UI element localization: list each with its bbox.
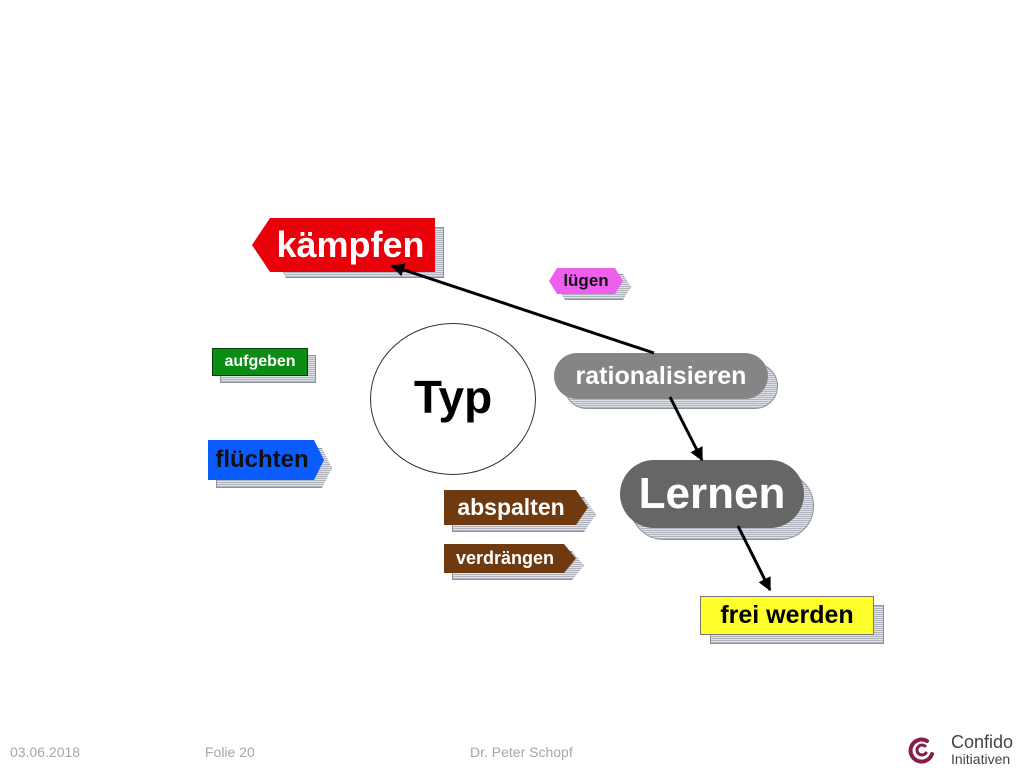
node-rationalisieren-label: rationalisieren [575,361,747,390]
node-frei-werden-box: frei werden [700,596,874,635]
confido-logo-mark [908,737,934,764]
node-lernen-label: Lernen [638,469,786,518]
node-rationalisieren-pill: rationalisieren [554,353,768,399]
node-verdraengen: verdrängen [444,544,584,580]
node-kaempfen-label: kämpfen [276,224,425,265]
node-fluechten: flüchten [208,440,332,488]
footer-author: Dr. Peter Schopf [470,744,573,760]
node-frei-werden-label: frei werden [720,601,854,629]
node-abspalten-label: abspalten [457,494,565,520]
node-aufgeben: aufgeben [212,348,316,384]
logo-text-confido: Confido [951,732,1014,752]
node-luegen-tag: lügen [549,268,623,294]
node-abspalten-tag: abspalten [444,490,588,525]
node-kaempfen-tag: kämpfen [252,218,435,272]
node-fluechten-tag: flüchten [208,440,324,480]
node-luegen: lügen [549,268,631,300]
node-aufgeben-box: aufgeben [212,348,308,376]
logo-text-initiativen: Initiativen [951,751,1011,767]
node-verdraengen-tag: verdrängen [444,544,576,573]
node-lernen-pill: Lernen [620,460,804,528]
node-kaempfen: kämpfen [252,218,444,278]
node-abspalten: abspalten [444,490,596,532]
center-label: Typ [413,371,493,423]
node-fluechten-label: flüchten [215,446,309,473]
footer-slide-number: Folie 20 [205,744,255,760]
node-frei-werden: frei werden [700,596,884,644]
node-aufgeben-label: aufgeben [224,353,296,370]
footer-date: 03.06.2018 [10,744,81,760]
confido-logo: Confido Initiativen [905,730,1023,768]
node-verdraengen-label: verdrängen [455,548,555,568]
node-luegen-label: lügen [563,271,609,290]
node-rationalisieren: rationalisieren [554,353,778,411]
node-lernen: Lernen [620,460,814,542]
